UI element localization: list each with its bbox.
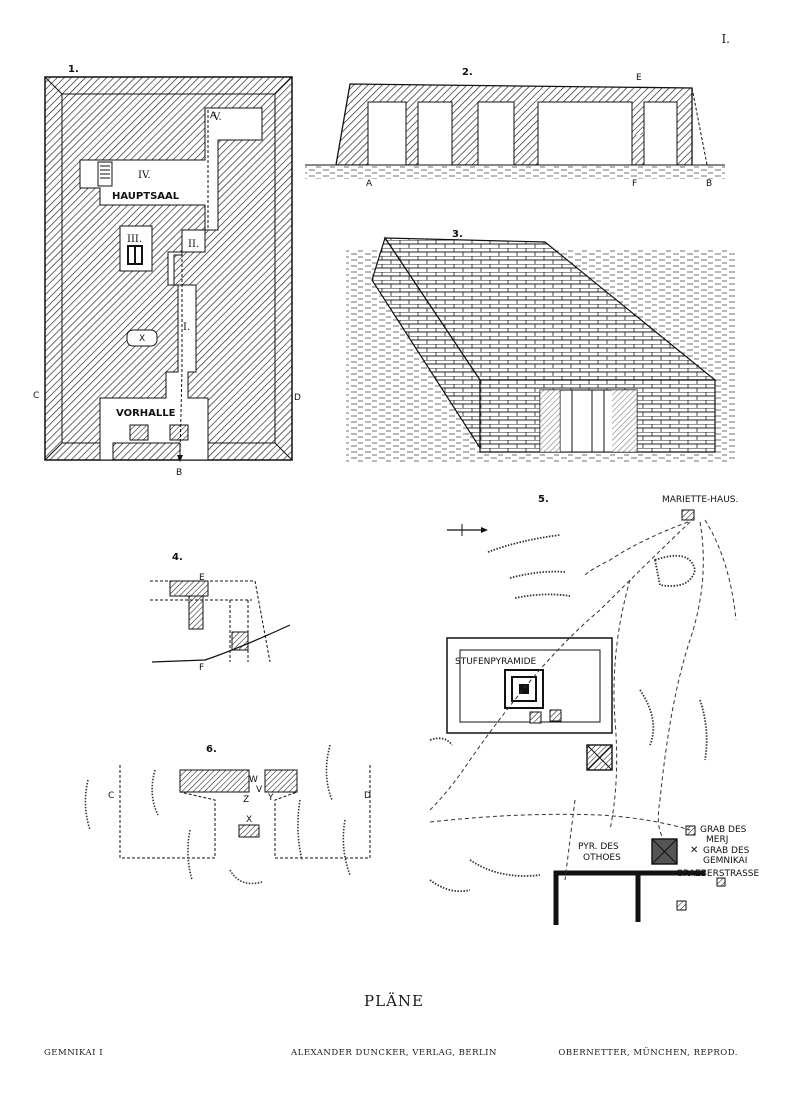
fig6-site-detail: 6. C D W Z V Y X bbox=[84, 744, 371, 885]
fig2-section: 2. E A F B bbox=[305, 67, 725, 189]
fig6-number: 6. bbox=[206, 744, 217, 755]
fig5-pyr-label: PYR. DES bbox=[578, 842, 619, 852]
fig6-letter-d: D bbox=[364, 791, 371, 801]
fig1-vorhalle: VORHALLE bbox=[116, 408, 176, 419]
fig1-plan: 1. V. IV. HAUPTSAAL III. II. I. X VORHAL… bbox=[33, 64, 301, 478]
fig1-room-3: III. bbox=[127, 234, 142, 245]
fig2-number: 2. bbox=[462, 67, 473, 78]
fig1-number: 1. bbox=[68, 64, 79, 75]
footer-left: GEMNIKAI I bbox=[44, 1048, 104, 1058]
fig3-perspective: 3. bbox=[346, 229, 736, 462]
plate-number: I. bbox=[721, 32, 730, 46]
footer-center: ALEXANDER DUNCKER, VERLAG, BERLIN bbox=[291, 1048, 497, 1058]
fig1-room-2: II. bbox=[188, 239, 199, 250]
fig5-grab-gemnikai-1: GRAB DES bbox=[703, 846, 750, 856]
fig4-section: 4. E F bbox=[150, 552, 291, 673]
fig6-letter-z: Z bbox=[243, 795, 249, 805]
fig6-letter-x: X bbox=[246, 815, 252, 825]
fig1-letter-b: B bbox=[176, 468, 182, 478]
footer-right: OBERNETTER, MÜNCHEN, REPROD. bbox=[558, 1048, 738, 1058]
fig1-room-5: V. bbox=[212, 112, 222, 123]
fig4-number: 4. bbox=[172, 552, 183, 563]
fig5-mariette-label: MARIETTE-HAUS. bbox=[662, 495, 738, 505]
fig5-gemnikai-mark-icon: ✕ bbox=[690, 845, 698, 856]
fig5-othoes-label: OTHOES bbox=[583, 853, 621, 863]
fig5-stufenpyramide-label: STUFENPYRAMIDE bbox=[455, 657, 537, 667]
fig1-room-4: IV. bbox=[138, 170, 151, 181]
fig5-grab-merj-1: GRAB DES bbox=[700, 825, 747, 835]
fig6-letter-w: W bbox=[249, 775, 258, 785]
fig6-letter-v: V bbox=[256, 785, 263, 795]
plate-title: PLÄNE bbox=[364, 992, 424, 1010]
fig4-letter-f: F bbox=[199, 663, 204, 673]
fig1-hauptsaal: HAUPTSAAL bbox=[112, 191, 180, 202]
fig5-number: 5. bbox=[538, 494, 549, 505]
fig6-letter-c: C bbox=[108, 791, 114, 801]
fig1-letter-c: C bbox=[33, 391, 39, 401]
fig5-grab-merj-2: MERJ bbox=[706, 835, 728, 845]
fig3-number: 3. bbox=[452, 229, 463, 240]
fig1-letter-a: A bbox=[210, 111, 217, 121]
fig1-room-1: I. bbox=[183, 322, 190, 333]
fig5-graeberstrasse-label: GRAEBERSTRASSE bbox=[676, 869, 760, 879]
fig5-site-map: 5. MARIETTE-HAUS. STUFENPYRAMIDE PYR. DE… bbox=[429, 494, 760, 925]
fig6-letter-y: Y bbox=[267, 793, 274, 803]
fig2-letter-f: F bbox=[632, 179, 637, 189]
fig2-letter-a: A bbox=[366, 179, 373, 189]
fig1-x-mark: X bbox=[139, 334, 145, 344]
fig4-letter-e: E bbox=[199, 573, 205, 583]
fig1-letter-d: D bbox=[294, 393, 301, 403]
fig5-grab-gemnikai-2: GEMNIKAI bbox=[703, 856, 747, 866]
fig2-letter-e: E bbox=[636, 73, 642, 83]
fig2-letter-b: B bbox=[706, 179, 712, 189]
